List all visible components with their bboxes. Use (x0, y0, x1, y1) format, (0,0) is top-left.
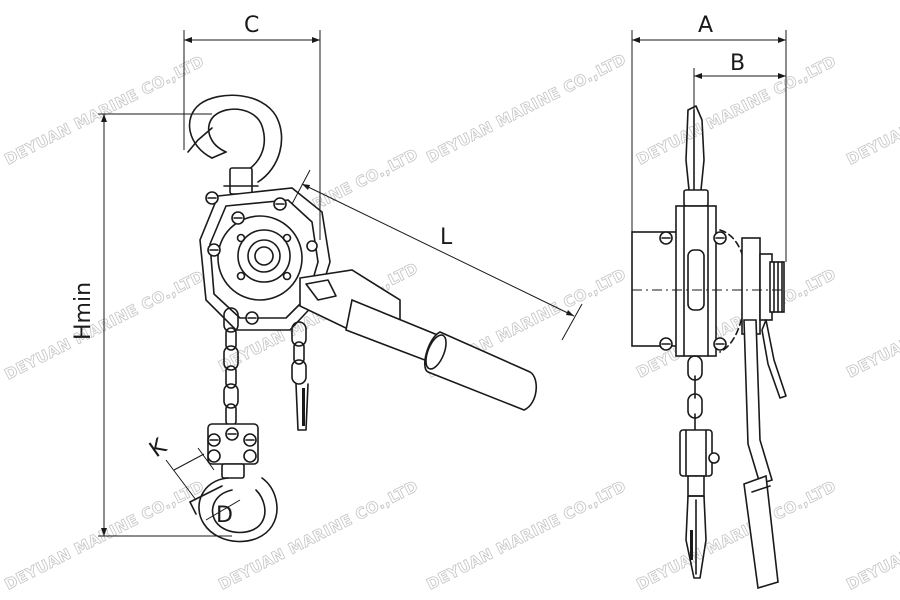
watermark: DEYUAN MARINE CO.,LTD (634, 477, 839, 594)
watermark: DEYUAN MARINE CO.,LTD (424, 477, 629, 594)
watermark: DEYUAN MARINE CO.,LTD (844, 477, 900, 594)
dimension-label-a: A (698, 13, 713, 38)
dimension-b: B (693, 51, 786, 110)
dimension-label-b: B (730, 51, 745, 76)
slack-chain (291, 321, 309, 431)
dimension-a: A (631, 13, 787, 262)
watermark: DEYUAN MARINE CO.,LTD (424, 50, 629, 167)
lever-handle (299, 269, 537, 411)
dimension-hmin: Hmin (71, 113, 232, 537)
dimension-label-c: C (244, 13, 259, 38)
dimension-label-d: D (216, 503, 233, 528)
top-hook (187, 94, 283, 195)
dimension-label-k: K (145, 434, 172, 463)
dimension-d: D (205, 499, 241, 528)
dimension-label-hmin: Hmin (71, 282, 96, 340)
watermark: DEYUAN MARINE CO.,LTD (216, 477, 421, 594)
load-chain (223, 307, 239, 427)
dimension-l: L (291, 169, 583, 341)
bottom-hook (189, 423, 278, 543)
dimension-label-l: L (440, 225, 453, 250)
watermark: DEYUAN MARINE CO.,LTD (844, 52, 900, 169)
watermark: DEYUAN MARINE CO.,LTD (844, 265, 900, 382)
side-view: A B (631, 13, 787, 590)
dimension-c: C (183, 13, 321, 240)
hoist-body (199, 187, 331, 331)
front-view: C Hmin L K D (71, 13, 583, 543)
